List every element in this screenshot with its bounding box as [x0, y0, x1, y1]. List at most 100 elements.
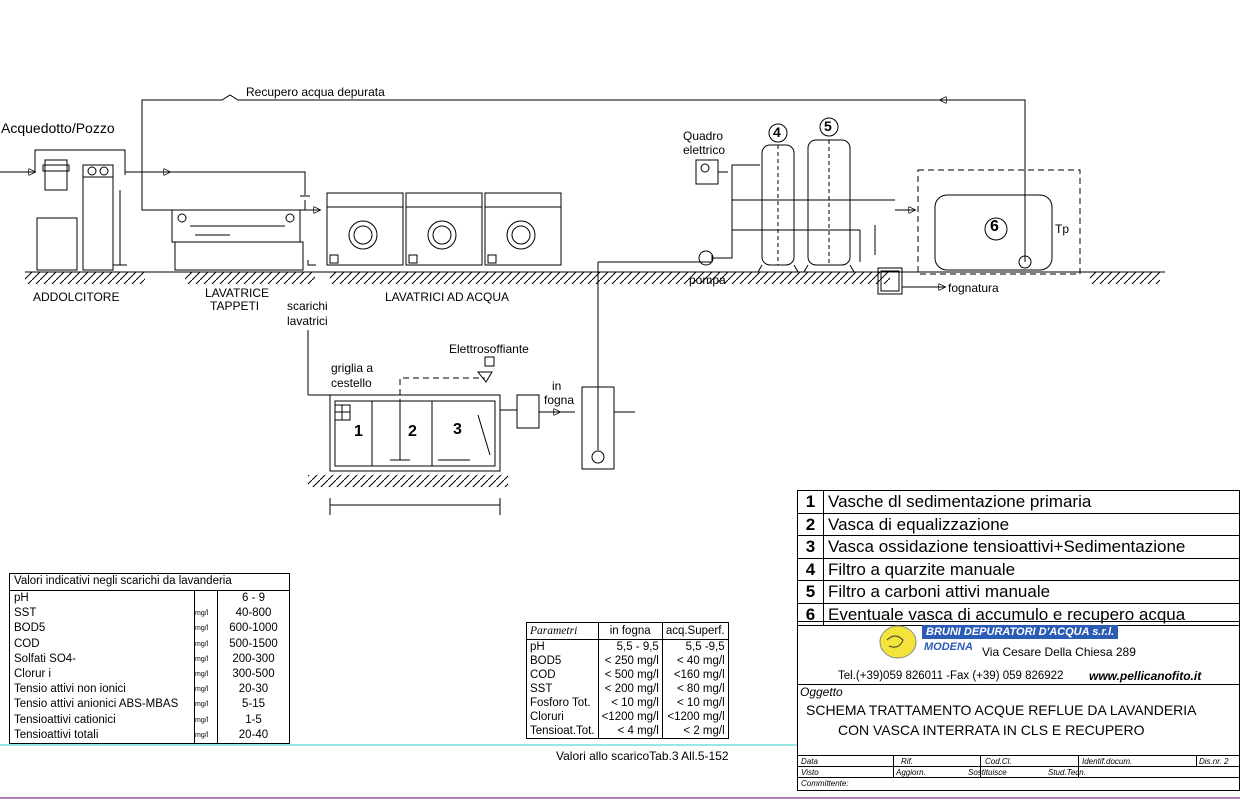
softener-unit	[36, 159, 127, 271]
legend-text: Filtro a quarzite manuale	[828, 559, 1016, 579]
label-acquedotto: Acquedotto/Pozzo	[1, 120, 115, 136]
label-in-fogna-2: fogna	[544, 393, 575, 407]
values-cell-unit: mg/l	[194, 712, 217, 728]
company-address: Via Cesare Della Chiesa 289	[982, 645, 1136, 659]
footer-aggiorn: Aggiorn.	[896, 768, 926, 777]
values-cell-name: Tensioattivi totali	[14, 728, 99, 741]
values-cell-unit: mg/l	[194, 727, 217, 743]
values-cell-value: 20-40	[217, 727, 289, 743]
values-cell-value: 1-5	[217, 712, 289, 728]
label-elettrosoffiante: Elettrosoffiante	[449, 342, 529, 356]
subject-line-2: CON VASCA INTERRATA IN CLS E RECUPERO	[838, 722, 1145, 738]
params-header: acq.Superf.	[661, 622, 729, 640]
label-addolcitore: ADDOLCITORE	[33, 290, 120, 304]
label-quadro-2: elettrico	[683, 143, 726, 157]
subject-line-1: SCHEMA TRATTAMENTO ACQUE REFLUE DA LAVAN…	[806, 702, 1197, 718]
legend-number: 3	[798, 536, 824, 558]
values-cell-unit: mg/l	[194, 606, 217, 622]
params-row: BOD5< 250 mg/l< 40 mg/l	[527, 654, 729, 668]
sewer-outlet	[877, 267, 945, 295]
values-cell-name: Clorur i	[14, 667, 52, 680]
params-cell: < 10 mg/l	[661, 696, 729, 710]
values-cell-name: COD	[14, 637, 40, 650]
params-cell: < 40 mg/l	[661, 654, 729, 668]
label-recupero: Recupero acqua depurata	[246, 85, 385, 99]
params-cell: pH	[530, 641, 545, 653]
legend-text: Vasca ossidazione tensioattivi+Sedimenta…	[828, 537, 1186, 556]
footer-identif: Identif.docum.	[1082, 757, 1133, 766]
label-in-fogna: in	[552, 379, 562, 393]
filter-group	[695, 139, 915, 273]
values-cell-value: 300-500	[217, 666, 289, 683]
legend-number: 1	[798, 491, 824, 513]
label-fognatura: fognatura	[948, 281, 999, 295]
values-cell-value: 6 - 9	[217, 591, 289, 607]
legend-number: 2	[798, 513, 824, 535]
values-cell-unit: mg/l	[194, 621, 217, 637]
storage-tank	[917, 169, 1081, 275]
params-cell: < 10 mg/l	[597, 696, 663, 710]
params-cell: <1200 mg/l	[597, 710, 663, 724]
params-cell: BOD5	[530, 655, 562, 667]
params-caption: Valori allo scaricoTab.3 All.5-152	[556, 749, 729, 763]
params-cell: < 80 mg/l	[661, 682, 729, 696]
values-cell-value: 600-1000	[217, 621, 289, 637]
footer-sostituisce: Sostituisce	[968, 768, 1007, 777]
legend-number: 6	[798, 603, 824, 625]
params-header: in fogna	[597, 622, 663, 640]
filter-number-5: 5	[824, 118, 832, 134]
equipment-markers	[768, 117, 1008, 241]
params-cell: <160 mg/l	[661, 668, 729, 682]
values-cell-name: Solfati SO4-	[14, 652, 76, 665]
params-cell: Tensioat.Tot.	[530, 725, 595, 737]
values-cell-name: Tensio attivi non ionici	[14, 683, 126, 696]
params-cell: < 4 mg/l	[597, 724, 663, 739]
footer-codcl: Cod.Cl.	[985, 757, 1012, 766]
tank-number-6: 6	[990, 218, 999, 235]
treatment-tank	[308, 356, 508, 515]
values-cell-unit: mg/l	[194, 651, 217, 667]
label-tp: Tp	[1055, 222, 1070, 236]
params-cell: SST	[530, 683, 553, 695]
params-cell: <1200 mg/l	[661, 710, 729, 724]
params-table: Parametri in fogna acq.Superf. pH 5,5 - 9…	[526, 622, 729, 739]
legend-text: Eventuale vasca di accumulo e recupero a…	[828, 604, 1186, 624]
values-cell-unit: mg/l	[194, 682, 217, 698]
label-lavatrici-ad-acqua: LAVATRICI AD ACQUA	[385, 290, 510, 304]
values-cell-value: 40-800	[217, 606, 289, 622]
values-cell-value: 20-30	[217, 682, 289, 698]
recovery-line	[141, 94, 1026, 262]
params-cell: < 500 mg/l	[597, 668, 663, 682]
ground-line	[25, 271, 1165, 284]
legend-number: 4	[798, 558, 824, 580]
footer-data: Data	[801, 757, 818, 766]
values-cell-value: 5-15	[217, 697, 289, 713]
params-header: Parametri	[526, 622, 599, 640]
params-cell: < 2 mg/l	[661, 724, 729, 739]
values-cell-unit: mg/l	[194, 636, 217, 652]
footer-committente: Committente:	[801, 779, 849, 788]
washing-machines	[326, 192, 562, 266]
params-cell: COD	[530, 669, 556, 681]
params-row: Tensioat.Tot.< 4 mg/l< 2 mg/l	[527, 724, 729, 739]
label-lavatrice-tappeti-2: TAPPETI	[210, 299, 260, 313]
rug-washer	[171, 209, 304, 271]
label-lavatrice-tappeti: LAVATRICE	[205, 286, 270, 300]
pump-shaft	[500, 255, 713, 470]
label-griglia-2: cestello	[331, 376, 372, 390]
tank-number-3: 3	[453, 421, 462, 438]
drain-line	[307, 260, 332, 396]
values-table: Valori indicativi negli scarichi da lava…	[9, 573, 290, 744]
params-cell: 5,5 - 9,5	[597, 639, 663, 654]
